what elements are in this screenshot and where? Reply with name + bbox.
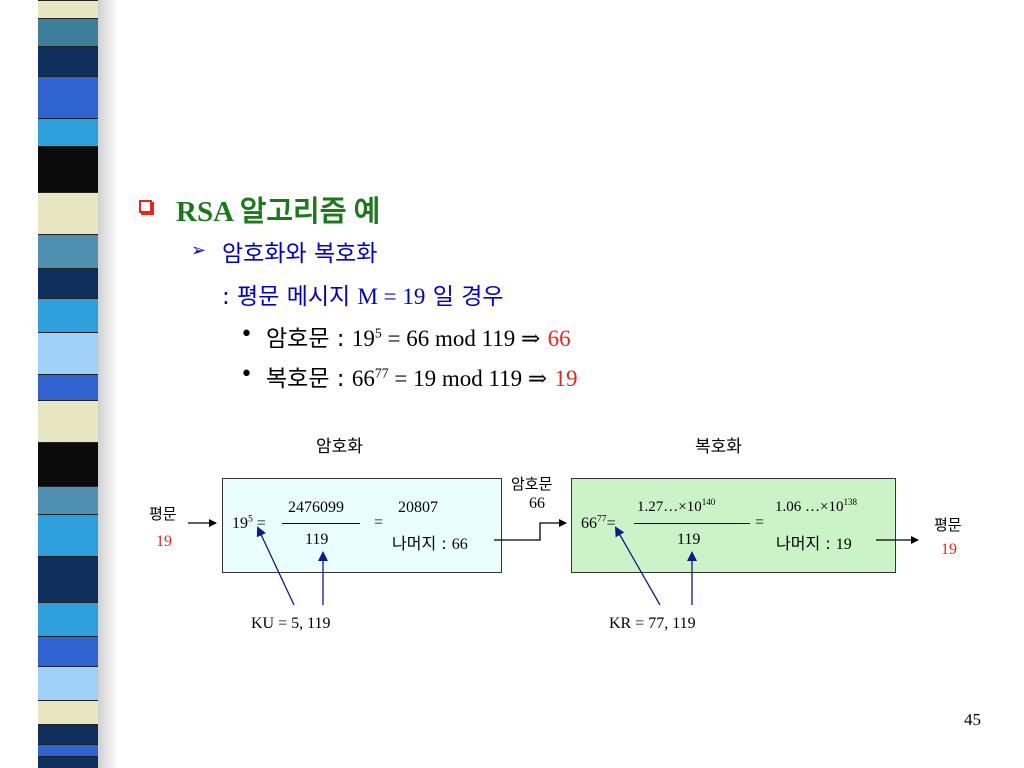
strip-block (38, 666, 98, 700)
enc-lhs: 195 = (232, 513, 266, 533)
plaintext-in-value: 19 (156, 533, 172, 550)
plaintext-out-label: 평문 (934, 516, 962, 534)
strip-block (38, 18, 98, 46)
enc-lhs-exp: 5 (248, 513, 253, 525)
strip-shadow (98, 0, 118, 768)
dec-eq2: = (755, 514, 765, 531)
sub-heading: 암호화와 복호화 (222, 241, 378, 267)
strip-block (38, 146, 98, 192)
dec-remainder-value: 19 (835, 536, 852, 553)
enc-eq: = (256, 515, 266, 532)
strip-block (38, 76, 98, 118)
enc-lhs-base: 19 (232, 515, 248, 532)
enc-denominator: 119 (305, 531, 329, 548)
dec-numerator-exp: 140 (701, 497, 716, 507)
bullet-expression: = 19 mod 119 (388, 366, 528, 391)
decorative-strip (0, 0, 118, 768)
bullet-dot-icon: • (240, 362, 253, 387)
enc-remainder: 나머지 : 66 (392, 530, 468, 554)
dec-quotient-exp: 138 (843, 497, 857, 507)
ciphertext-arrow (494, 519, 567, 541)
ciphertext-value: 66 (529, 495, 545, 512)
plaintext-out-value: 19 (941, 541, 957, 558)
bullet-result: 66 (547, 326, 571, 351)
decryption-heading: 복호화 (695, 437, 742, 457)
strip-block (38, 234, 98, 268)
condition-prefix: : 평문 메시지 (222, 284, 358, 310)
strip-block (38, 514, 98, 556)
strip-block (38, 46, 98, 76)
enc-numerator: 2476099 (288, 499, 344, 516)
slide-title: RSA 알고리즘 예 (176, 196, 381, 228)
bullet-base: 19 (351, 326, 375, 351)
strip-block (38, 298, 98, 332)
strip-block (38, 602, 98, 636)
bullet-decryption: 복호문 : 6677 = 19 mod 119 ⇒ 19 (266, 359, 578, 393)
bullet-label: 복호문 : (266, 366, 352, 392)
bullet-exponent: 5 (374, 325, 382, 341)
strip-block (38, 374, 98, 400)
bullet-exponent: 77 (374, 365, 389, 381)
dec-quotient-mantissa: 1.06 …×10 (775, 499, 844, 515)
strip-block (38, 744, 98, 756)
strip-block (38, 636, 98, 666)
strip-block (38, 192, 98, 234)
bullet-encryption: 암호문 : 195 = 66 mod 119 ⇒ 66 (266, 319, 571, 353)
strip-block (38, 268, 98, 298)
dec-lhs-exp: 77 (597, 513, 607, 525)
condition-suffix: 일 경우 (425, 284, 504, 310)
strip-block (38, 0, 98, 18)
strip-block (38, 400, 98, 442)
enc-eq2: = (374, 514, 384, 531)
encryption-heading: 암호화 (316, 437, 363, 457)
strip-block (38, 442, 98, 486)
dec-numerator: 1.27…×10140 (637, 497, 716, 516)
dec-numerator-mantissa: 1.27…×10 (637, 499, 702, 515)
dec-eq: = (606, 515, 616, 532)
strip-block (38, 332, 98, 374)
implies-icon: ⇒ (527, 366, 548, 391)
decryption-box (571, 478, 896, 573)
strip-block (38, 724, 98, 744)
dec-lhs-base: 66 (581, 515, 597, 532)
public-key-label: KU = 5, 119 (251, 615, 331, 632)
strip-block (38, 118, 98, 146)
implies-icon: ⇒ (521, 326, 541, 351)
page-number: 45 (964, 710, 981, 729)
strip-block (38, 700, 98, 724)
plaintext-in-label: 평문 (149, 505, 177, 523)
dec-lhs: 6677= (581, 513, 616, 533)
enc-quotient: 20807 (398, 499, 438, 516)
dec-denominator: 119 (677, 531, 701, 548)
title-bullet-icon (139, 200, 152, 213)
bullet-expression: = 66 mod 119 (381, 326, 522, 351)
enc-remainder-label: 나머지 : (392, 534, 452, 553)
strip-block (38, 486, 98, 514)
strip-block (38, 556, 98, 602)
enc-fraction-bar (282, 523, 360, 524)
condition-math: M = 19 (357, 284, 426, 309)
bullet-label: 암호문 : (266, 326, 352, 352)
private-key-label: KR = 77, 119 (609, 615, 696, 632)
dec-fraction-bar (634, 523, 750, 524)
strip-block (38, 756, 98, 768)
bullet-base: 66 (351, 366, 375, 391)
enc-remainder-value: 66 (451, 536, 468, 553)
arrow-bullet-icon: ➢ (191, 240, 207, 261)
dec-quotient: 1.06 …×10138 (775, 497, 857, 516)
bullet-result: 19 (554, 366, 578, 391)
dec-remainder-label: 나머지 : (776, 534, 836, 553)
dec-remainder: 나머지 : 19 (776, 530, 852, 554)
condition-line: : 평문 메시지 M = 19 일 경우 (222, 277, 504, 311)
bullet-dot-icon: • (240, 322, 253, 347)
ciphertext-label: 암호문 (511, 475, 553, 493)
